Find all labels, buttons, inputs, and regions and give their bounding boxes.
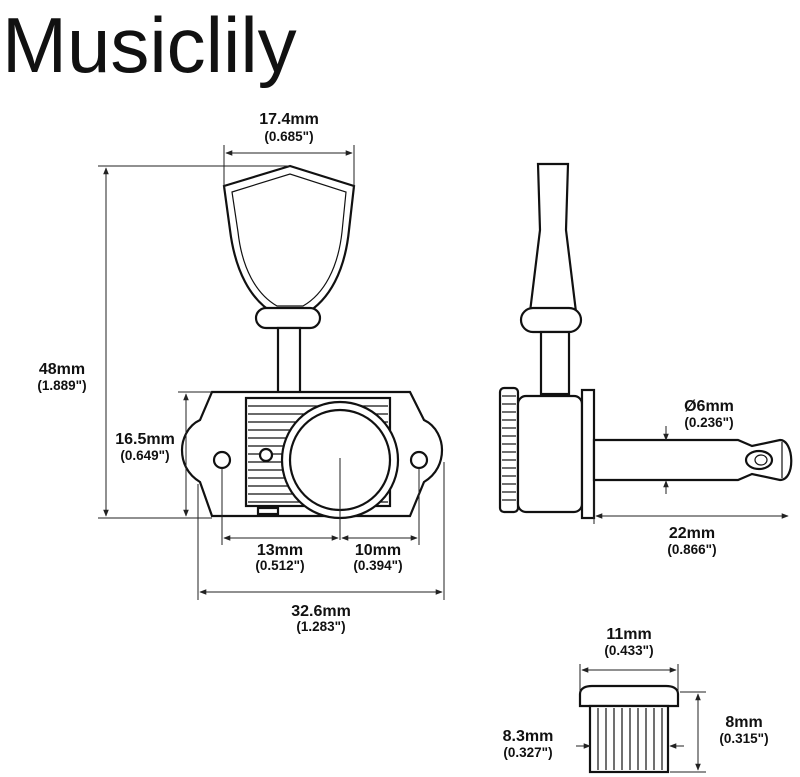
dim-hole-to-post-inch: (0.512")	[255, 558, 304, 573]
bushing-view	[578, 684, 680, 774]
dim-total-height: 48mm	[39, 361, 85, 378]
string-post	[592, 438, 793, 482]
knurled-wheel	[498, 386, 520, 514]
plate-side	[580, 388, 596, 520]
dim-hole-to-post: 13mm	[257, 542, 303, 559]
button-collar	[254, 306, 322, 330]
dim-bushing-inner-height: 8.3mm	[503, 728, 554, 745]
dim-housing-height: 16.5mm	[115, 431, 175, 448]
dim-bushing-height-inch: (0.315")	[719, 731, 768, 746]
dim-post-length: 22mm	[669, 525, 715, 542]
post-hole	[744, 449, 774, 471]
dim-total-height-inch: (1.889")	[37, 378, 86, 393]
dim-bushing-inner-height-inch: (0.327")	[503, 745, 552, 760]
dim-post-diameter: Ø6mm	[684, 398, 734, 415]
collar-side	[519, 306, 583, 334]
screw-hole-left	[212, 450, 232, 470]
bushing-dimension-lines	[576, 664, 706, 773]
brand-logo: Musiclily	[2, 1, 297, 89]
dim-post-to-hole-inch: (0.394")	[353, 558, 402, 573]
housing-tab	[256, 506, 280, 516]
dim-plate-width: 32.6mm	[291, 603, 351, 620]
housing-screw	[258, 447, 274, 463]
dim-post-to-hole: 10mm	[355, 542, 401, 559]
dim-housing-height-inch: (0.649")	[120, 448, 169, 463]
dim-plate-width-inch: (1.283")	[296, 619, 345, 634]
front-dimension-lines	[98, 145, 445, 600]
dim-bushing-width: 11mm	[606, 626, 651, 643]
screw-hole-right	[409, 450, 429, 470]
shaft-side	[539, 330, 571, 396]
dim-post-diameter-inch: (0.236")	[684, 415, 733, 430]
bushing-cap	[578, 684, 680, 708]
button-side	[528, 162, 578, 314]
side-dimension-lines	[593, 426, 789, 524]
front-view	[180, 164, 444, 540]
dim-post-length-inch: (0.866")	[667, 542, 716, 557]
side-view	[498, 162, 793, 520]
dim-bushing-width-inch: (0.433")	[604, 643, 653, 658]
button-shaft	[276, 326, 302, 396]
dim-button-width: 17.4mm	[259, 111, 319, 128]
bushing-body	[588, 704, 670, 774]
dim-bushing-height: 8mm	[725, 714, 762, 731]
housing-side	[516, 394, 584, 514]
dim-button-width-inch: (0.685")	[264, 129, 313, 144]
